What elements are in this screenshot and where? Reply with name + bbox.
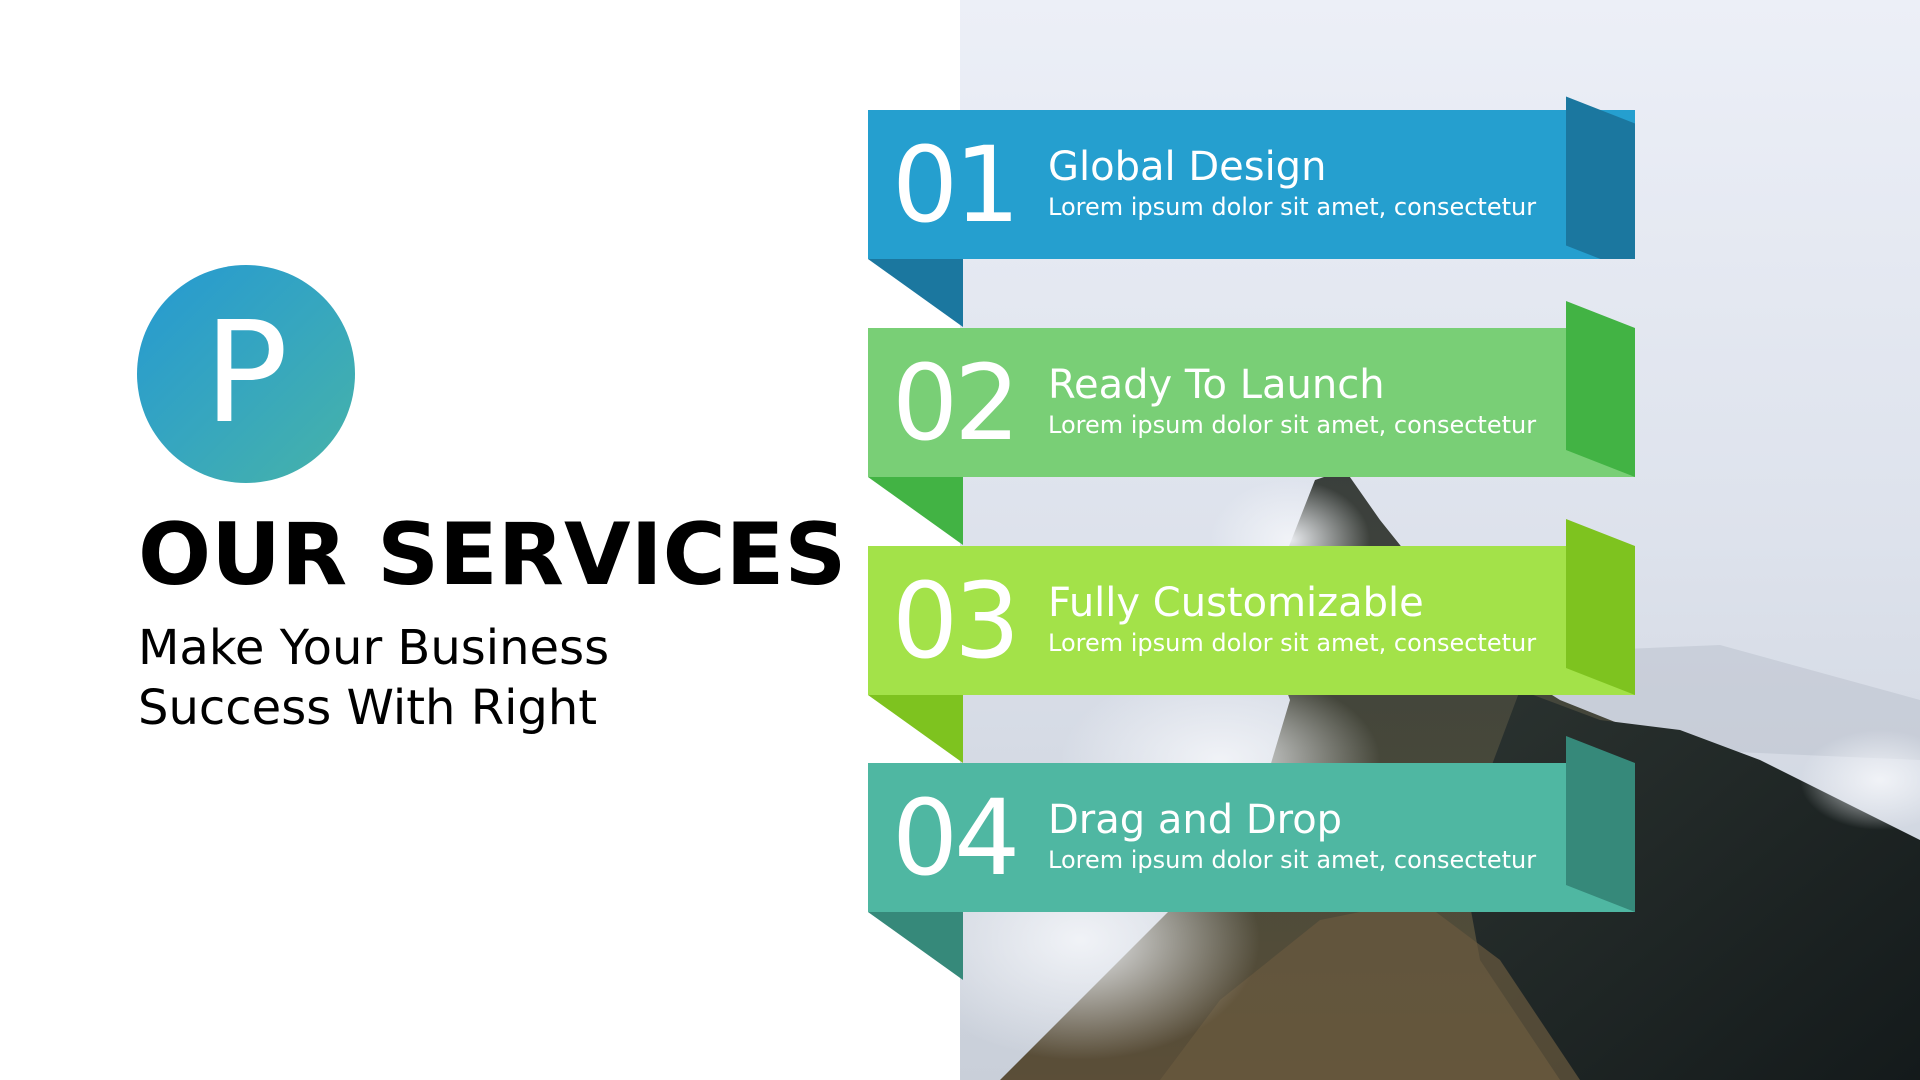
service-title: Ready To Launch bbox=[1048, 362, 1385, 408]
service-title: Global Design bbox=[1048, 144, 1327, 190]
service-description: Lorem ipsum dolor sit amet, consectetur bbox=[1048, 846, 1537, 874]
ribbon-body bbox=[868, 546, 1635, 695]
ribbon-fold-right bbox=[1566, 96, 1635, 259]
ribbon-fold-left bbox=[868, 477, 963, 545]
subtitle-line-1: Make Your Business bbox=[138, 620, 610, 676]
service-description: Lorem ipsum dolor sit amet, consectetur bbox=[1048, 193, 1537, 221]
ribbon-body bbox=[868, 328, 1635, 477]
page-subtitle: Make Your Business Success With Right bbox=[138, 618, 609, 738]
ribbon-fold-left bbox=[868, 695, 963, 763]
service-ribbon-1: 01 Global Design Lorem ipsum dolor sit a… bbox=[868, 96, 1635, 327]
service-description: Lorem ipsum dolor sit amet, consectetur bbox=[1048, 411, 1537, 439]
ribbon-fold-left bbox=[868, 259, 963, 327]
ribbon-fold-right bbox=[1566, 519, 1635, 695]
page-title: OUR SERVICES bbox=[138, 505, 847, 605]
ribbon-fold-right bbox=[1566, 736, 1635, 912]
subtitle-line-2: Success With Right bbox=[138, 680, 598, 736]
service-title: Drag and Drop bbox=[1048, 797, 1343, 843]
service-number: 03 bbox=[892, 560, 1020, 682]
ribbon-body bbox=[868, 110, 1635, 259]
logo-badge: P bbox=[137, 265, 355, 483]
service-number: 01 bbox=[892, 124, 1020, 246]
logo-letter: P bbox=[203, 292, 289, 455]
service-number: 02 bbox=[892, 342, 1020, 464]
ribbon-fold-right bbox=[1566, 301, 1635, 477]
service-description: Lorem ipsum dolor sit amet, consectetur bbox=[1048, 629, 1537, 657]
ribbon-body bbox=[868, 763, 1635, 912]
service-title: Fully Customizable bbox=[1048, 580, 1424, 626]
service-ribbon-4: 04 Drag and Drop Lorem ipsum dolor sit a… bbox=[868, 736, 1635, 980]
ribbon-fold-left bbox=[868, 912, 963, 980]
service-ribbon-2: 02 Ready To Launch Lorem ipsum dolor sit… bbox=[868, 301, 1635, 545]
service-ribbon-3: 03 Fully Customizable Lorem ipsum dolor … bbox=[868, 519, 1635, 763]
service-number: 04 bbox=[892, 777, 1020, 899]
